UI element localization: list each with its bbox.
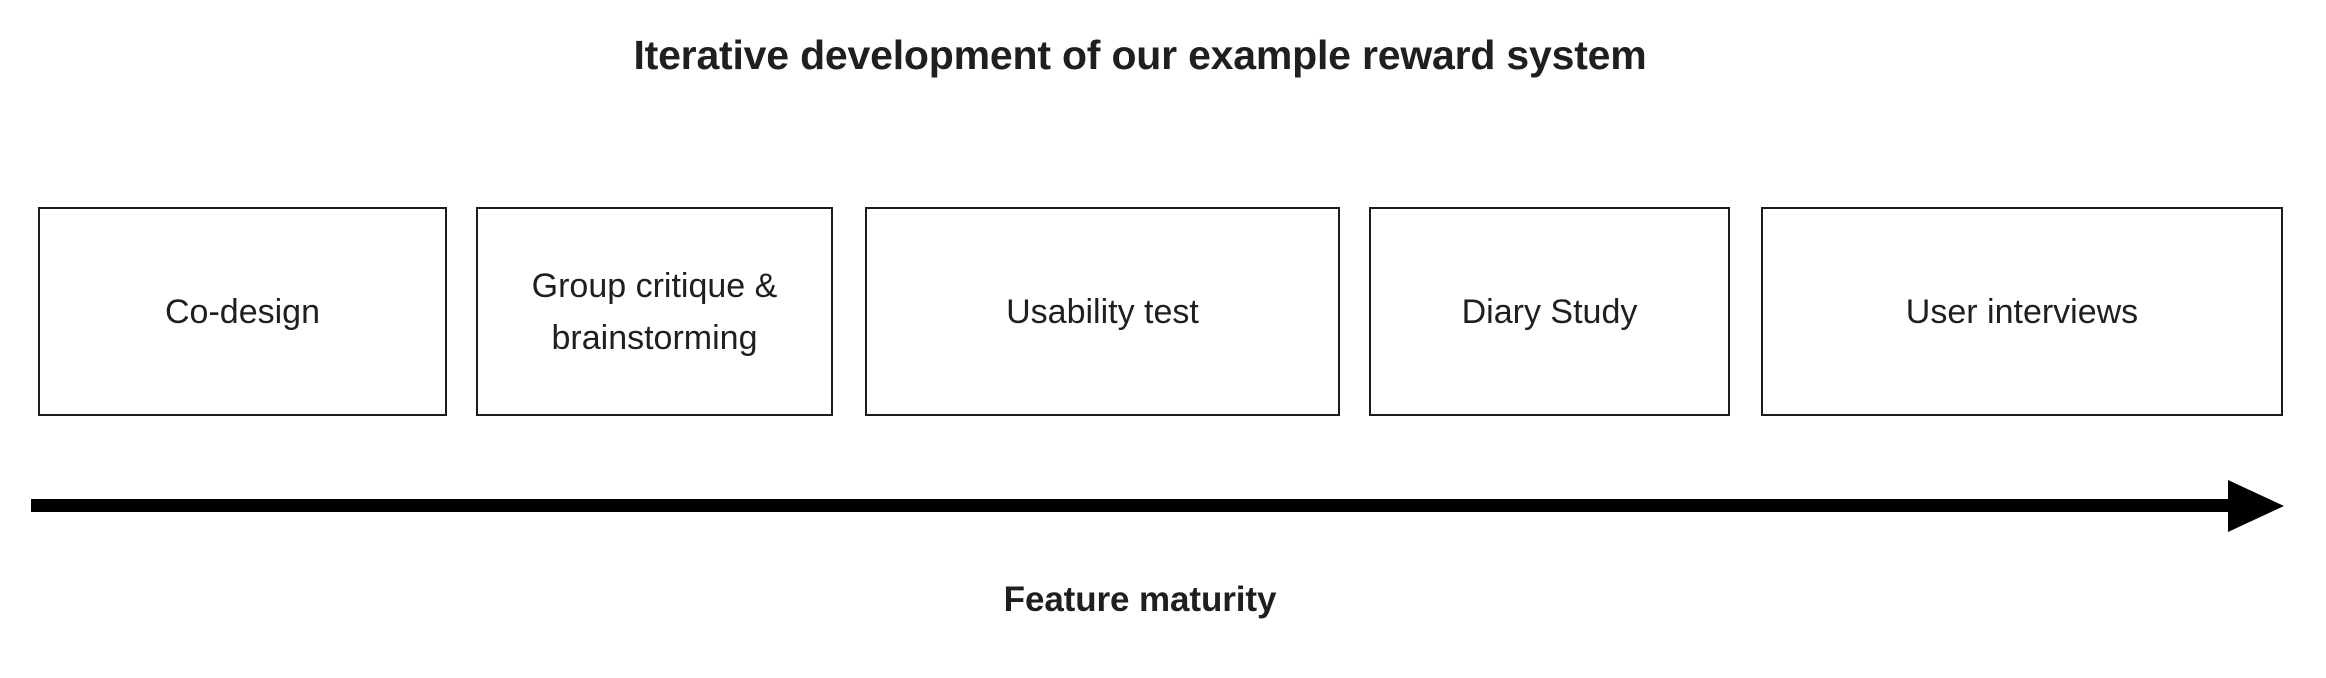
right-arrow-icon xyxy=(31,480,2284,532)
stage-label: Usability test xyxy=(1006,292,1199,331)
stage-box-row: Co-design Group critique & brainstorming… xyxy=(0,207,2326,417)
axis-caption: Feature maturity xyxy=(1003,580,1277,619)
stage-box-usability-test: Usability test xyxy=(865,207,1340,416)
page-title: Iterative development of our example rew… xyxy=(633,32,1647,78)
stage-label: User interviews xyxy=(1905,292,2139,331)
stage-box-group-critique: Group critique & brainstorming xyxy=(476,207,833,416)
maturity-axis-arrow xyxy=(0,468,2326,548)
stage-box-diary-study: Diary Study xyxy=(1369,207,1730,416)
stage-box-co-design: Co-design xyxy=(38,207,447,416)
stage-label: Diary Study xyxy=(1461,292,1638,331)
stage-label: Group critique & brainstorming xyxy=(531,266,778,357)
stage-box-user-interviews: User interviews xyxy=(1761,207,2283,416)
stage-label: Co-design xyxy=(165,292,320,331)
